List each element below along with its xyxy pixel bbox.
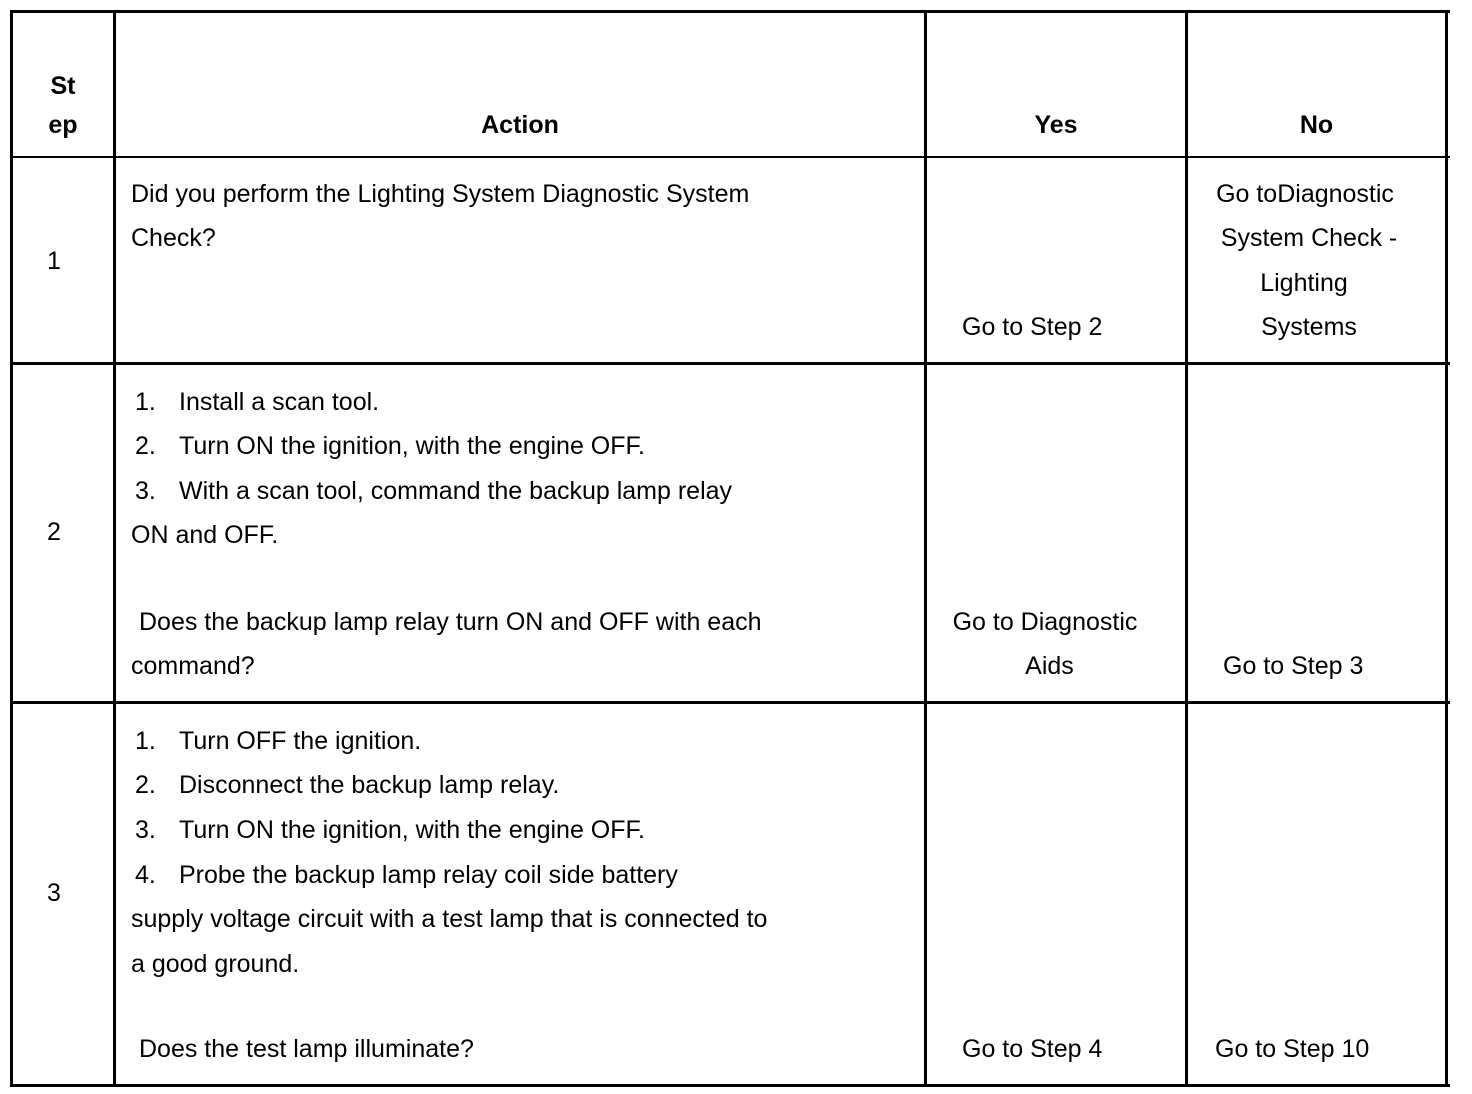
yes-result: Go to Step 2 [962,313,1103,341]
table-border-left [10,10,13,1087]
header-no: No [1299,111,1334,139]
no-result: Lighting [1260,269,1348,297]
yes-result: Go to Step 4 [962,1035,1103,1063]
action-text: supply voltage circuit with a test lamp … [131,905,768,933]
question-text: Does the test lamp illuminate? [139,1035,474,1063]
header-step-line1: St [50,72,76,100]
header-step-line2: ep [48,111,78,139]
question-text: Does the backup lamp relay turn ON and O… [139,608,762,636]
action-item-number: 4. [135,861,156,889]
no-result: Go toDiagnostic [1216,180,1394,208]
action-text: Check? [131,224,216,252]
action-item-number: 1. [135,727,156,755]
action-item-text: Install a scan tool. [179,388,380,416]
action-item-text: With a scan tool, command the backup lam… [179,477,733,505]
yes-result: Go to Diagnostic [952,608,1138,636]
no-result: System Check - [1220,224,1398,252]
action-item-text: Turn ON the ignition, with the engine OF… [179,816,645,844]
table-border-right [1445,10,1448,1087]
header-action: Action [481,111,559,139]
action-item-text: Turn OFF the ignition. [179,727,422,755]
action-item-number: 3. [135,816,156,844]
action-item-number: 2. [135,432,156,460]
action-item-text: Turn ON the ignition, with the engine OF… [179,432,645,460]
action-item-text: Disconnect the backup lamp relay. [179,771,560,799]
action-item-text: Probe the backup lamp relay coil side ba… [179,861,678,889]
step-number: 3 [47,879,61,907]
question-text: command? [131,652,255,680]
action-text: Did you perform the Lighting System Diag… [131,180,750,208]
no-result: Systems [1261,313,1357,341]
row-divider-2 [10,701,1450,704]
header-divider [10,156,1450,158]
step-number: 2 [47,518,61,546]
action-item-number: 1. [135,388,156,416]
no-result: Go to Step 10 [1215,1035,1370,1063]
row-divider-1 [10,362,1450,365]
action-text: a good ground. [131,950,300,978]
action-text: ON and OFF. [131,521,279,549]
yes-result: Aids [1025,652,1074,680]
header-yes: Yes [1034,111,1078,139]
step-number: 1 [47,247,61,275]
table-border-top [10,10,1450,13]
column-divider-yes [1185,10,1188,1087]
column-divider-step [113,10,116,1087]
column-divider-action [924,10,927,1087]
table-border-bottom [10,1084,1450,1087]
action-item-number: 3. [135,477,156,505]
no-result: Go to Step 3 [1223,652,1364,680]
action-item-number: 2. [135,771,156,799]
